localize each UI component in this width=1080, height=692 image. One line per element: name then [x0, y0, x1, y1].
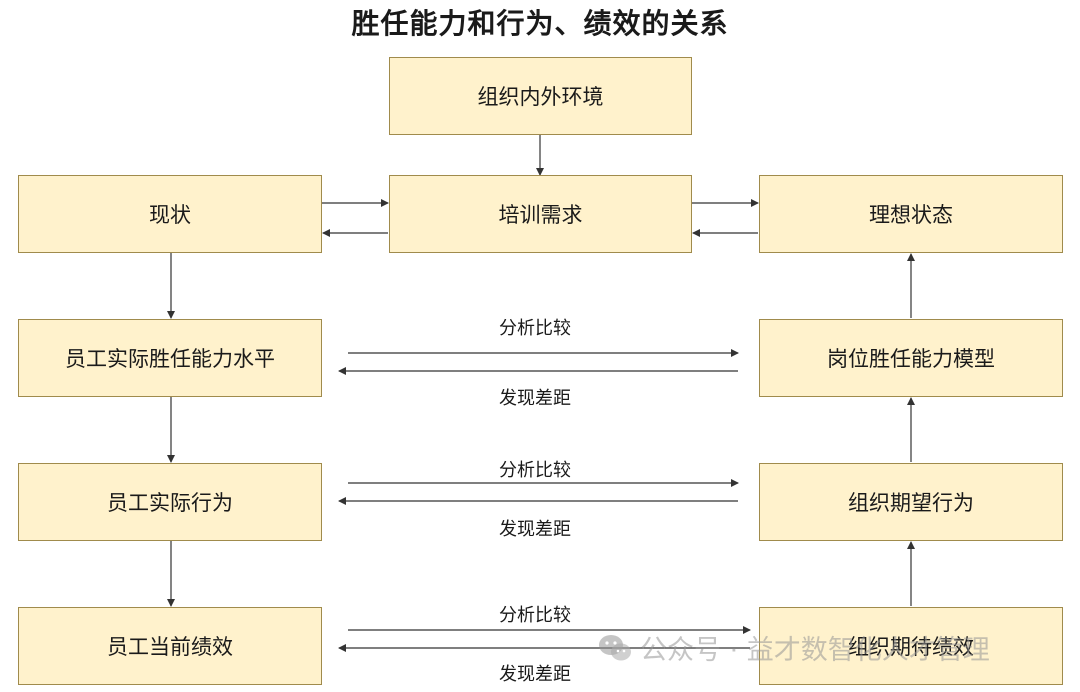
env-box: 组织内外环境 [389, 57, 692, 135]
row1-analyze-label: 分析比较 [499, 318, 571, 339]
row1-gap-label: 发现差距 [499, 388, 571, 409]
competency-model-box: 岗位胜任能力模型 [759, 319, 1063, 397]
actual-competency-box: 员工实际胜任能力水平 [18, 319, 322, 397]
expected-performance-box: 组织期待绩效 [759, 607, 1063, 685]
wechat-icon [599, 634, 631, 660]
status-quo-box: 现状 [18, 175, 322, 253]
watermark: 公众号 · 益才数智化人才管理 [598, 628, 990, 667]
current-performance-box: 员工当前绩效 [18, 607, 322, 685]
row2-analyze-label: 分析比较 [499, 460, 571, 481]
row3-gap-label: 发现差距 [499, 664, 571, 685]
row2-gap-label: 发现差距 [499, 519, 571, 540]
actual-behavior-box: 员工实际行为 [18, 463, 322, 541]
ideal-state-box: 理想状态 [759, 175, 1063, 253]
diagram-title: 胜任能力和行为、绩效的关系 [351, 7, 729, 40]
training-needs-box: 培训需求 [389, 175, 692, 253]
watermark-text: 公众号 · 益才数智化人才管理 [640, 635, 990, 666]
expected-behavior-box: 组织期望行为 [759, 463, 1063, 541]
row3-analyze-label: 分析比较 [499, 605, 571, 626]
